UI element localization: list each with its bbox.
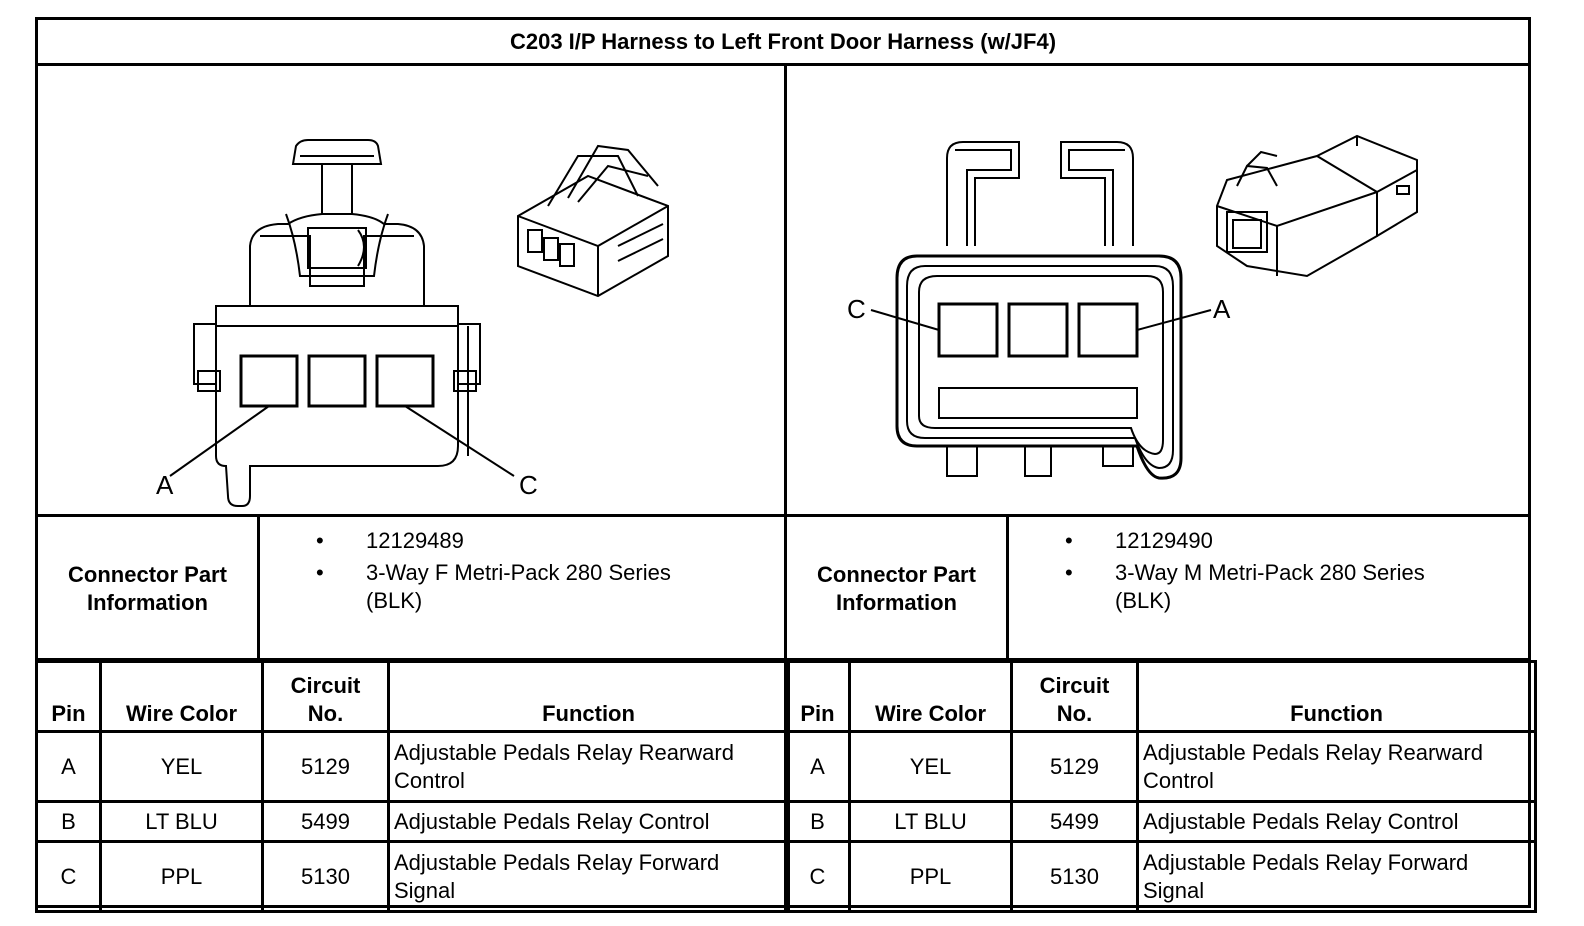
separator (38, 514, 1528, 517)
diagram-area: A C (38, 66, 1528, 516)
female-connector-drawing (169, 139, 669, 507)
info-label-line2: Information (835, 589, 957, 615)
bullet: • (1065, 560, 1073, 585)
function-line1: Adjustable Pedals Relay Control (1143, 808, 1459, 834)
table-row: B LT BLU 5499 Adjustable Pedals Relay Co… (35, 800, 790, 843)
pin-cell: C (784, 840, 851, 913)
male-connector-diagram: C A (787, 66, 1531, 516)
bullet: • (316, 560, 324, 585)
info-label: Connector Part Information (787, 517, 1009, 660)
function-line1: Adjustable Pedals Relay Control (394, 808, 710, 834)
part-number: 12129490 (1115, 528, 1213, 553)
pin-label-a: A (156, 470, 174, 500)
col-header-pin: Pin (784, 660, 851, 733)
pin-label-c: C (519, 470, 538, 500)
separator (38, 658, 1528, 661)
part-info-right: Connector Part Information • 12129490 • … (787, 517, 1531, 660)
function-line2: Control (394, 767, 465, 793)
table-row: C PPL 5130 Adjustable Pedals Relay Forwa… (35, 840, 790, 913)
col-header-function: Function (1136, 660, 1537, 733)
info-label: Connector Part Information (38, 517, 260, 660)
wire-color-cell: PPL (99, 840, 264, 913)
table-row: A YEL 5129 Adjustable Pedals Relay Rearw… (784, 730, 1537, 803)
col-header-circuit: Circuit No. (261, 660, 390, 733)
wire-color-cell: LT BLU (99, 800, 264, 843)
circuit-cell: 5130 (1010, 840, 1139, 913)
function-cell: Adjustable Pedals Relay Control (387, 800, 790, 843)
table-row: A YEL 5129 Adjustable Pedals Relay Rearw… (35, 730, 790, 803)
wire-color-cell: PPL (848, 840, 1013, 913)
pin-cell: B (35, 800, 102, 843)
circuit-cell: 5129 (261, 730, 390, 803)
part-list: • 12129490 • 3-Way M Metri-Pack 280 Seri… (1009, 517, 1531, 660)
function-cell: Adjustable Pedals Relay Forward Signal (1136, 840, 1537, 913)
circuit-cell: 5130 (261, 840, 390, 913)
male-connector-drawing (870, 134, 1418, 480)
part-list: • 12129489 • 3-Way F Metri-Pack 280 Seri… (260, 517, 784, 660)
col-header-function: Function (387, 660, 790, 733)
function-cell: Adjustable Pedals Relay Control (1136, 800, 1537, 843)
table-row: B LT BLU 5499 Adjustable Pedals Relay Co… (784, 800, 1537, 843)
part-info-left: Connector Part Information • 12129489 • … (38, 517, 784, 660)
wire-color-cell: YEL (848, 730, 1013, 803)
wire-color-cell: YEL (99, 730, 264, 803)
pin-cell: A (784, 730, 851, 803)
connector-sheet: C203 I/P Harness to Left Front Door Harn… (35, 17, 1537, 913)
circuit-header-line1: Circuit (290, 673, 361, 698)
center-divider (784, 66, 787, 911)
part-number: 12129489 (366, 528, 464, 553)
part-color: (BLK) (1115, 588, 1172, 613)
info-label-line1: Connector Part (68, 561, 227, 587)
circuit-header-line1: Circuit (1039, 673, 1110, 698)
function-cell: Adjustable Pedals Relay Rearward Control (1136, 730, 1537, 803)
function-line1: Adjustable Pedals Relay Rearward (1143, 739, 1483, 765)
col-header-wire-color: Wire Color (848, 660, 1013, 733)
circuit-header-line2: No. (1056, 701, 1093, 726)
pin-table-left: Pin Wire Color Circuit No. Function A YE… (35, 660, 790, 913)
function-line2: Signal (394, 877, 456, 903)
bullet: • (316, 528, 324, 553)
header-row: Pin Wire Color Circuit No. Function (35, 660, 790, 733)
pin-cell: C (35, 840, 102, 913)
part-color: (BLK) (366, 588, 423, 613)
part-description: 3-Way M Metri-Pack 280 Series (1115, 560, 1425, 585)
circuit-cell: 5499 (1010, 800, 1139, 843)
table-row: C PPL 5130 Adjustable Pedals Relay Forwa… (784, 840, 1537, 913)
circuit-cell: 5499 (261, 800, 390, 843)
col-header-wire-color: Wire Color (99, 660, 264, 733)
info-label-line1: Connector Part (817, 561, 976, 587)
pin-cell: B (784, 800, 851, 843)
pin-label-a: A (1213, 294, 1231, 324)
function-cell: Adjustable Pedals Relay Forward Signal (387, 840, 790, 913)
circuit-cell: 5129 (1010, 730, 1139, 803)
col-header-circuit: Circuit No. (1010, 660, 1139, 733)
wire-color-cell: LT BLU (848, 800, 1013, 843)
col-header-pin: Pin (35, 660, 102, 733)
pin-cell: A (35, 730, 102, 803)
function-line1: Adjustable Pedals Relay Rearward (394, 739, 734, 765)
function-line2: Control (1143, 767, 1214, 793)
bullet: • (1065, 528, 1073, 553)
pin-label-c: C (847, 294, 866, 324)
function-line1: Adjustable Pedals Relay Forward (1143, 849, 1469, 875)
info-label-line2: Information (86, 589, 208, 615)
circuit-header-line2: No. (307, 701, 344, 726)
function-line2: Signal (1143, 877, 1205, 903)
female-connector-diagram: A C (38, 66, 784, 516)
part-description: 3-Way F Metri-Pack 280 Series (366, 560, 671, 585)
header-row: Pin Wire Color Circuit No. Function (784, 660, 1537, 733)
page-title: C203 I/P Harness to Left Front Door Harn… (38, 20, 1528, 66)
pin-table-right: Pin Wire Color Circuit No. Function A YE… (784, 660, 1537, 913)
function-cell: Adjustable Pedals Relay Rearward Control (387, 730, 790, 803)
function-line1: Adjustable Pedals Relay Forward (394, 849, 720, 875)
